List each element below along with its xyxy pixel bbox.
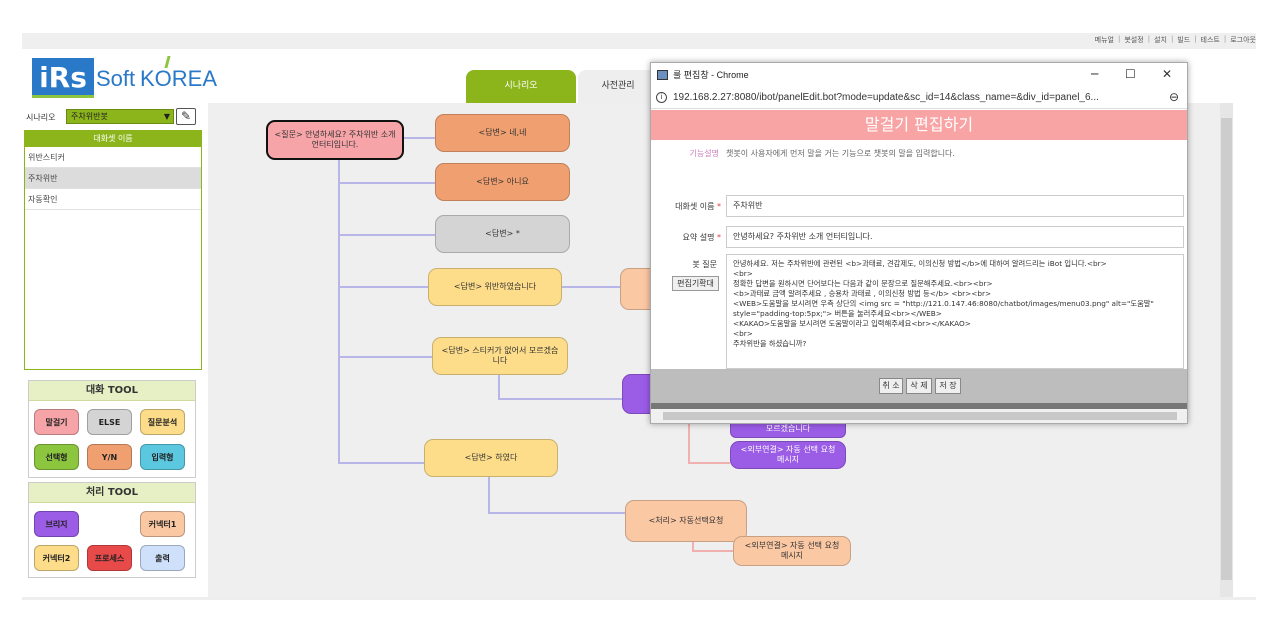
node-answer-violated[interactable]: <답변> 위반하였습니다 bbox=[428, 268, 562, 306]
link-build[interactable]: 빌드 bbox=[1177, 36, 1191, 44]
dialog-set-list: 대화셋 이름 위반스티커 주차위반 자동확인 bbox=[24, 130, 202, 370]
delete-button[interactable]: 삭 제 bbox=[906, 378, 932, 394]
process-tool-title: 처리 TOOL bbox=[29, 483, 195, 503]
maximize-icon[interactable]: ☐ bbox=[1125, 67, 1136, 81]
tool-button-yes-no[interactable]: Y/N bbox=[87, 444, 132, 470]
app-icon bbox=[657, 70, 668, 80]
chevron-down-icon: ▼ bbox=[163, 112, 170, 121]
connector-line bbox=[688, 420, 690, 464]
info-icon[interactable]: i bbox=[656, 92, 667, 103]
node-answer-did[interactable]: <답변> 하였다 bbox=[424, 439, 558, 477]
top-bar: 메뉴얼| 봇설정| 설치| 빌드| 테스트| 로그아웃 bbox=[22, 33, 1256, 49]
popup-scroll-thumb[interactable] bbox=[663, 412, 1177, 420]
name-label: 대화셋 이름 * bbox=[675, 202, 721, 211]
node-answer-sticker[interactable]: <답변> 스티커가 없어서 모르겠습니다 bbox=[432, 337, 568, 375]
expand-editor-button[interactable]: 편집기확대 bbox=[672, 276, 719, 291]
node-ext-auto-purple[interactable]: <외부연결> 자동 선택 요청 메시지 bbox=[730, 441, 846, 469]
cancel-button[interactable]: 취 소 bbox=[879, 378, 903, 394]
tool-button-connector1[interactable]: 커넥터1 bbox=[140, 511, 185, 537]
tool-button-question-analysis[interactable]: 질문분석 bbox=[140, 409, 185, 435]
company-logo: iRs Soft KOREA bbox=[32, 56, 217, 100]
connector-line bbox=[498, 398, 624, 400]
node-partial-peach[interactable] bbox=[620, 268, 654, 310]
connector-line bbox=[498, 372, 500, 400]
edit-icon[interactable]: ✎ bbox=[176, 108, 196, 125]
node-ext-auto-peach[interactable]: <외부연결> 자동 선택 요청 메시지 bbox=[733, 536, 851, 566]
tool-button-connector2[interactable]: 커넥터2 bbox=[34, 545, 79, 571]
connector-trunk bbox=[338, 160, 340, 464]
tool-button-input[interactable]: 입력형 bbox=[140, 444, 185, 470]
tab-scenario[interactable]: 시나리오 bbox=[466, 70, 576, 103]
link-logout[interactable]: 로그아웃 bbox=[1230, 36, 1256, 44]
connector-line bbox=[688, 462, 730, 464]
node-answer-star[interactable]: <답변> * bbox=[435, 215, 570, 253]
name-field[interactable]: 주차위반 bbox=[726, 195, 1184, 217]
address-bar[interactable]: 192.168.2.27:8080/ibot/panelEdit.bot?mod… bbox=[651, 87, 1187, 109]
popup-header: 말걸기 편집하기 bbox=[651, 110, 1187, 140]
summary-field[interactable]: 안녕하세요? 주차위반 소개 언터티입니다. bbox=[726, 226, 1184, 248]
link-bot-settings[interactable]: 봇설정 bbox=[1124, 36, 1144, 44]
connector-line bbox=[692, 550, 734, 552]
bot-question-label: 봇 질문 bbox=[692, 260, 717, 269]
connector-line bbox=[404, 137, 436, 139]
popup-title-bar[interactable]: 룰 편집창 - Chrome bbox=[651, 63, 1187, 87]
rule-edit-popup-window: 룰 편집창 - Chrome ─ ☐ ✕ 192.168.2.27:8080/i… bbox=[650, 62, 1188, 424]
node-process-auto[interactable]: <처리> 자동선택요청 bbox=[625, 500, 747, 542]
link-install[interactable]: 설치 bbox=[1154, 36, 1167, 44]
connector-line bbox=[488, 512, 626, 514]
bot-question-textarea[interactable]: 안녕하세요. 저는 주차위반에 관련된 <b>과태료, 견감제도, 이의신청 방… bbox=[726, 254, 1184, 369]
logo-soft: Soft bbox=[96, 66, 136, 91]
node-question[interactable]: <질문> 안녕하세요? 주차위반 소개 언터티입니다. bbox=[266, 120, 404, 160]
list-item[interactable]: 위반스티커 bbox=[25, 147, 201, 168]
connector-line bbox=[338, 286, 430, 288]
tool-button-output[interactable]: 출력 bbox=[140, 545, 185, 571]
popup-footer: 취 소 삭 제 저 장 bbox=[651, 369, 1187, 403]
logo-irs: iRs bbox=[32, 58, 94, 98]
save-button[interactable]: 저 장 bbox=[935, 378, 961, 394]
logo-korea: KOREA bbox=[140, 66, 218, 91]
dialog-tool-panel: 대화 TOOL 말걸기 ELSE 질문분석 선택형 Y/N 입력형 bbox=[28, 380, 196, 478]
connector-line bbox=[338, 356, 434, 358]
connector-line bbox=[338, 462, 426, 464]
top-links: 메뉴얼| 봇설정| 설치| 빌드| 테스트| 로그아웃 bbox=[1094, 35, 1256, 44]
tool-button-talk[interactable]: 말걸기 bbox=[34, 409, 79, 435]
process-tool-panel: 처리 TOOL 브리지 커넥터1 커넥터2 프로세스 출력 bbox=[28, 482, 196, 578]
node-answer-yes[interactable]: <답변> 네,네 bbox=[435, 114, 570, 152]
node-answer-no[interactable]: <답변> 아니요 bbox=[435, 163, 570, 201]
dialog-set-header: 대화셋 이름 bbox=[25, 131, 201, 147]
popup-title: 룰 편집창 - Chrome bbox=[673, 70, 749, 80]
zoom-icon[interactable]: ⊖ bbox=[1168, 90, 1179, 104]
connector-line bbox=[562, 286, 622, 288]
connector-line bbox=[488, 476, 490, 514]
list-item[interactable]: 자동확인 bbox=[25, 189, 201, 210]
func-desc-label: 기능설명 bbox=[689, 149, 719, 158]
connector-line bbox=[338, 182, 438, 184]
scenario-label: 시나리오 bbox=[26, 113, 56, 122]
tool-button-bridge[interactable]: 브리지 bbox=[34, 511, 79, 537]
scenario-select[interactable]: 주차위반봇 ▼ bbox=[66, 109, 174, 124]
link-manual[interactable]: 메뉴얼 bbox=[1094, 36, 1114, 44]
tool-button-choice[interactable]: 선택형 bbox=[34, 444, 79, 470]
popup-divider bbox=[651, 403, 1187, 409]
canvas-scroll-thumb[interactable] bbox=[1221, 118, 1232, 580]
address-url: 192.168.2.27:8080/ibot/panelEdit.bot?mod… bbox=[673, 92, 1099, 103]
minimize-icon[interactable]: ─ bbox=[1091, 67, 1099, 81]
scenario-select-value: 주차위반봇 bbox=[71, 112, 108, 121]
link-test[interactable]: 테스트 bbox=[1200, 36, 1220, 44]
close-icon[interactable]: ✕ bbox=[1162, 67, 1173, 81]
func-desc-text: 챗봇이 사용자에게 먼저 말을 거는 기능으로 챗봇의 말을 입력합니다. bbox=[726, 149, 955, 158]
connector-line bbox=[338, 234, 438, 236]
bottom-divider bbox=[22, 597, 1256, 600]
tool-button-else[interactable]: ELSE bbox=[87, 409, 132, 435]
summary-label: 요약 설명 * bbox=[682, 233, 721, 242]
dialog-tool-title: 대화 TOOL bbox=[29, 381, 195, 401]
tab-dictionary[interactable]: 사전관리 bbox=[578, 70, 658, 103]
list-item-selected[interactable]: 주차위반 bbox=[25, 168, 201, 189]
tool-button-process[interactable]: 프로세스 bbox=[87, 545, 132, 571]
